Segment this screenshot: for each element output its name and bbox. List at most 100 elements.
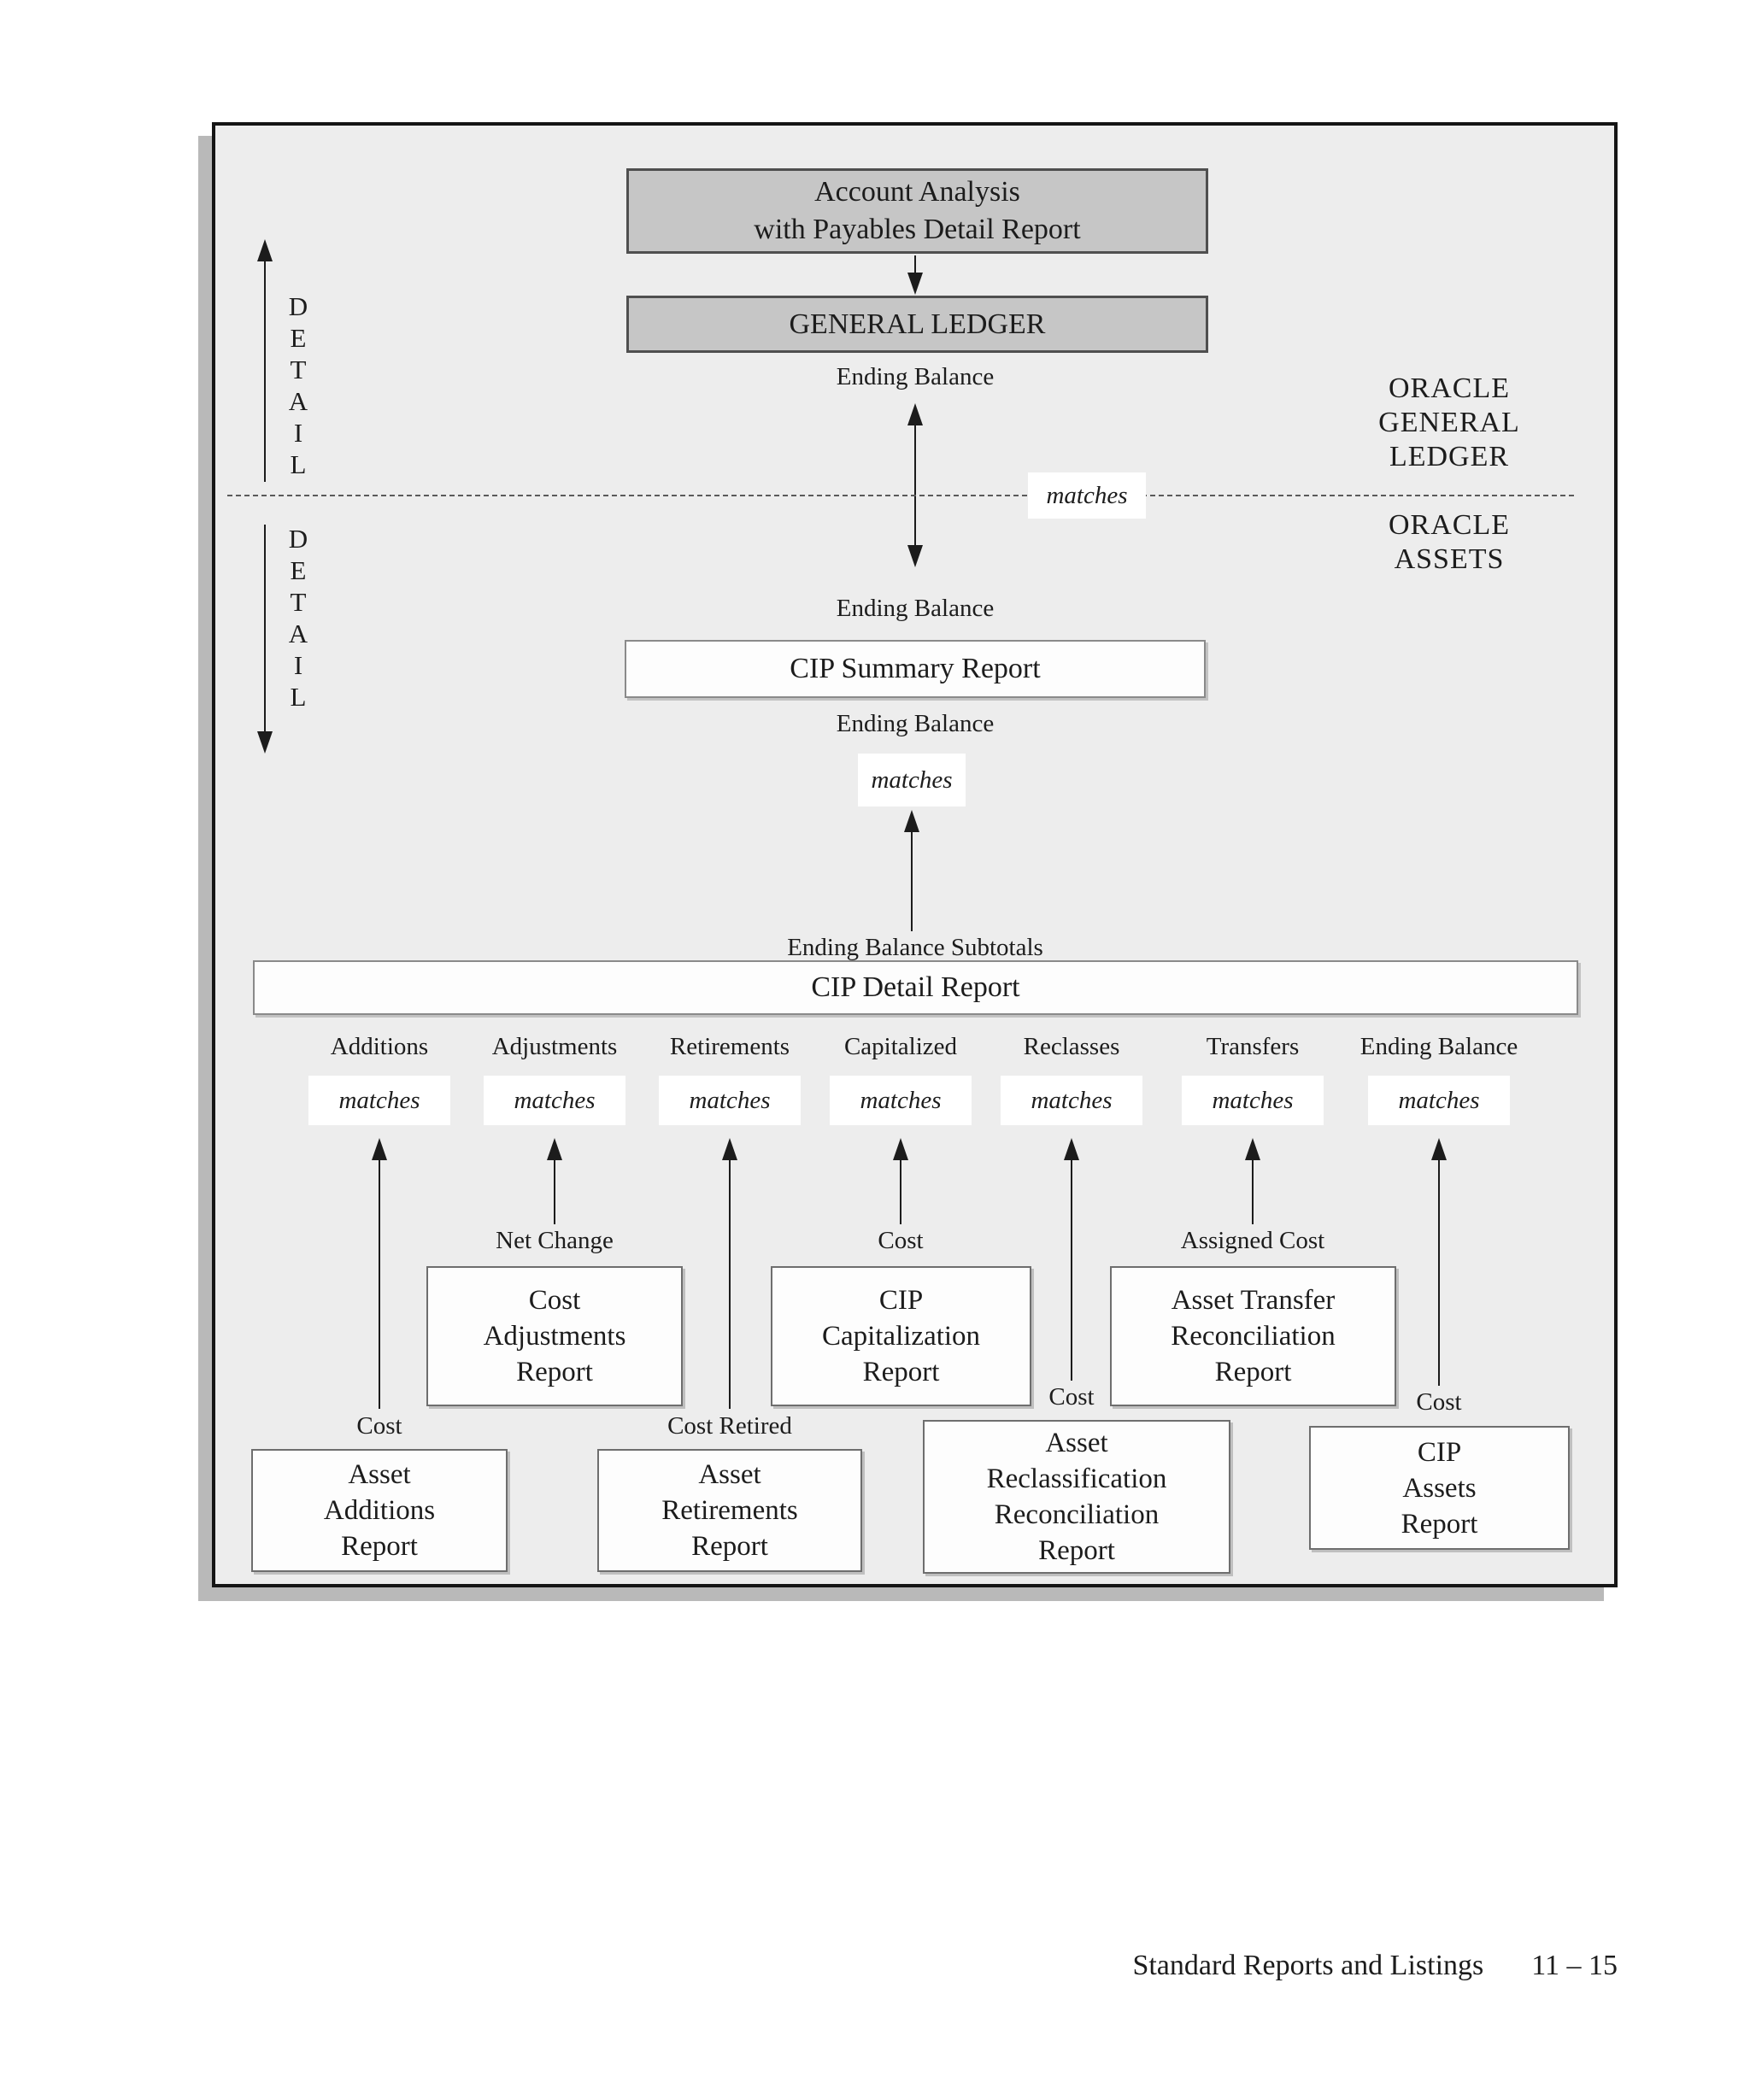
gl-arrow-line <box>914 255 916 274</box>
ending-balance-subtotals-label: Ending Balance Subtotals <box>787 934 1043 961</box>
column-header-retirements: Retirements <box>669 1033 790 1060</box>
cost-adjustments-report-box: Cost Adjustments Report <box>426 1266 683 1406</box>
flow-line-capitalized <box>900 1159 901 1224</box>
matches-badge-ending-balance: matches <box>1368 1076 1510 1125</box>
asset-reclassification-reconciliation-report-box: Asset Reclassification Reconciliation Re… <box>923 1420 1230 1574</box>
arrowhead-additions-icon <box>372 1138 387 1160</box>
detail-letter: E <box>290 323 307 353</box>
oracle-general-ledger-label: ORACLE GENERAL LEDGER <box>1321 372 1577 474</box>
cip-summary-report-box: CIP Summary Report <box>625 640 1206 698</box>
matches-badge-additions: matches <box>308 1076 450 1125</box>
arrowhead-transfers-icon <box>1245 1138 1260 1160</box>
detail-letter: L <box>290 449 307 479</box>
column-header-capitalized: Capitalized <box>843 1033 958 1060</box>
report-line: Report <box>516 1357 593 1387</box>
flow-label-retirements: Cost Retired <box>667 1412 792 1440</box>
report-line: Additions <box>323 1495 436 1526</box>
flow-label-adjustments: Net Change <box>496 1227 614 1254</box>
matches-badge-transfers: matches <box>1182 1076 1324 1125</box>
detail-letter: T <box>290 355 307 384</box>
report-line: Adjustments <box>483 1321 626 1352</box>
divider-matches-badge: matches <box>1028 472 1146 519</box>
report-line: Report <box>1214 1357 1292 1387</box>
flow-label-additions: Cost <box>356 1412 402 1440</box>
report-line: Capitalization <box>821 1321 981 1352</box>
diagram-frame: D E T A I L D E T A I L Account Analysis… <box>212 122 1618 1587</box>
ending-balance-gl-label: Ending Balance <box>836 363 995 390</box>
account-analysis-box: Account Analysis with Payables Detail Re… <box>626 168 1208 254</box>
arrowhead-adjustments-icon <box>547 1138 562 1160</box>
general-ledger-box: GENERAL LEDGER <box>626 296 1208 353</box>
oracle-gl-line: ORACLE <box>1389 372 1510 404</box>
detail-up-arrowhead-icon <box>257 239 273 261</box>
matches-badge-reclasses: matches <box>1001 1076 1142 1125</box>
detail-letter: L <box>290 682 307 712</box>
double-arrow-line <box>914 424 916 547</box>
oracle-assets-line: ASSETS <box>1394 543 1505 575</box>
general-ledger-label: GENERAL LEDGER <box>789 308 1046 340</box>
report-line: Report <box>1401 1508 1478 1540</box>
detail-letter: I <box>293 650 303 680</box>
cip-assets-report-box: CIP Assets Report <box>1309 1426 1570 1550</box>
flow-label-ending-balance: Cost <box>1416 1388 1462 1416</box>
report-line: Reconciliation <box>994 1499 1160 1530</box>
account-analysis-line2: with Payables Detail Report <box>754 214 1081 245</box>
asset-retirements-report-box: Asset Retirements Report <box>597 1449 862 1572</box>
detail-letter: A <box>288 619 308 648</box>
detail-axis-upper: D E T A I L <box>277 290 320 480</box>
oracle-gl-line: GENERAL <box>1378 407 1520 438</box>
subtotals-arrow-line <box>911 830 913 931</box>
arrowhead-capitalized-icon <box>893 1138 908 1160</box>
arrowhead-reclasses-icon <box>1064 1138 1079 1160</box>
double-arrow-bottom-icon <box>907 545 923 567</box>
flow-label-capitalized: Cost <box>878 1227 924 1254</box>
matches-badge-capitalized: matches <box>830 1076 972 1125</box>
report-line: Cost <box>528 1285 581 1316</box>
matches-badge-adjustments: matches <box>484 1076 625 1125</box>
asset-transfer-reconciliation-report-box: Asset Transfer Reconciliation Report <box>1110 1266 1396 1406</box>
arrowhead-retirements-icon <box>722 1138 737 1160</box>
detail-letter: E <box>290 555 307 585</box>
report-line: Report <box>862 1357 940 1387</box>
flow-line-ending-balance <box>1438 1159 1440 1386</box>
detail-down-arrow-line <box>264 525 266 731</box>
report-line: CIP <box>878 1285 924 1316</box>
flow-line-adjustments <box>554 1159 555 1224</box>
flow-label-reclasses: Cost <box>1048 1383 1095 1411</box>
report-line: CIP <box>1417 1436 1462 1468</box>
report-line: Retirements <box>661 1495 798 1526</box>
detail-letter: D <box>288 291 308 321</box>
page-footer: Standard Reports and Listings 11 – 15 <box>1132 1950 1618 1982</box>
detail-axis-lower: D E T A I L <box>277 523 320 713</box>
flow-line-additions <box>379 1159 380 1409</box>
cip-capitalization-report-box: CIP Capitalization Report <box>771 1266 1031 1406</box>
column-header-ending-balance: Ending Balance <box>1359 1033 1518 1060</box>
column-header-transfers: Transfers <box>1206 1033 1300 1060</box>
flow-label-transfers: Assigned Cost <box>1180 1227 1325 1254</box>
detail-letter: A <box>288 386 308 416</box>
detail-letter: I <box>293 418 303 448</box>
gl-arrowhead-icon <box>907 273 923 295</box>
cip-detail-report-label: CIP Detail Report <box>811 971 1020 1003</box>
report-line: Asset <box>348 1459 411 1490</box>
double-arrow-top-icon <box>907 403 923 425</box>
detail-letter: T <box>290 587 307 617</box>
subtotals-arrowhead-icon <box>904 810 919 832</box>
flow-line-retirements <box>729 1159 731 1409</box>
report-line: Reconciliation <box>1171 1321 1336 1352</box>
matches-badge-retirements: matches <box>659 1076 801 1125</box>
arrowhead-ending-balance-icon <box>1431 1138 1447 1160</box>
report-line: Report <box>1038 1535 1115 1566</box>
report-line: Assets <box>1402 1472 1477 1504</box>
report-line: Report <box>691 1531 768 1562</box>
asset-additions-report-box: Asset Additions Report <box>251 1449 508 1572</box>
detail-letter: D <box>288 524 308 554</box>
footer-title: Standard Reports and Listings <box>1132 1950 1484 1981</box>
report-line: Asset <box>1045 1428 1108 1458</box>
report-line: Asset <box>698 1459 761 1490</box>
report-line: Reclassification <box>986 1464 1167 1494</box>
detail-up-arrow-line <box>264 261 266 482</box>
column-header-reclasses: Reclasses <box>1023 1033 1120 1060</box>
ending-balance-below-label: Ending Balance <box>836 710 995 737</box>
